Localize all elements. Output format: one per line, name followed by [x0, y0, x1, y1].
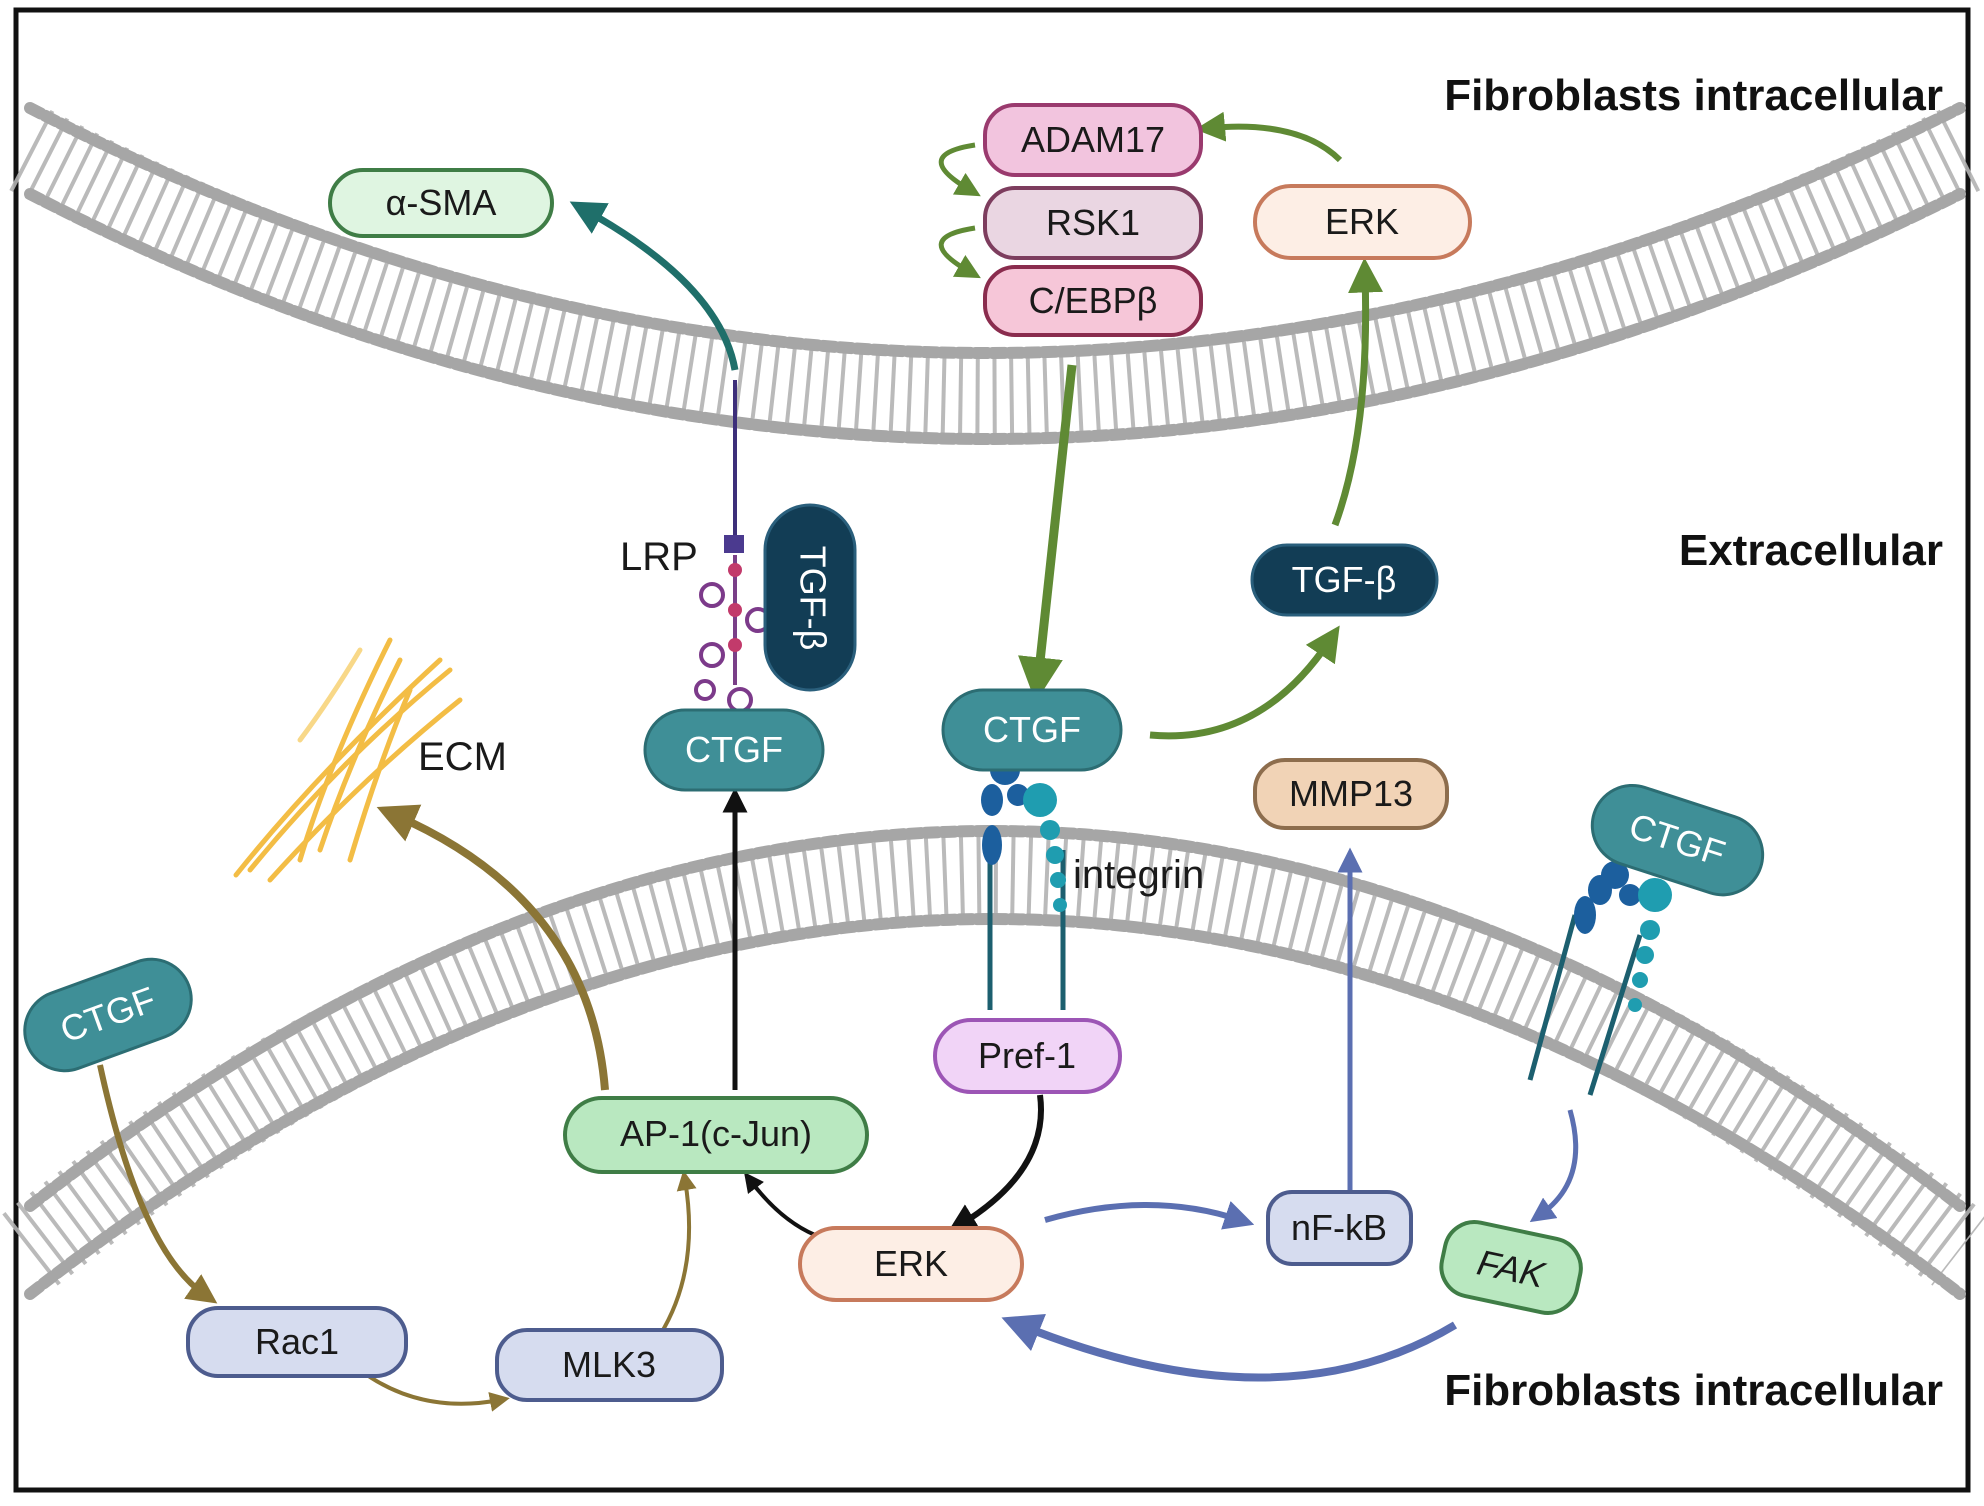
arrow-ctgf-to-rac1 [97, 1064, 218, 1304]
node-alpha-sma: α-SMA [328, 168, 554, 238]
svg-text:ERK: ERK [1325, 201, 1399, 242]
integrin-center [981, 755, 1067, 1010]
svg-text:ERK: ERK [874, 1243, 948, 1284]
arrow-rac1-to-mlk3 [358, 1368, 510, 1412]
region-label-bottom: Fibroblasts intracellular [1444, 1366, 1943, 1415]
svg-text:MMP13: MMP13 [1289, 773, 1413, 814]
integrin-label: integrin [1073, 853, 1204, 897]
svg-text:AP-1(c-Jun): AP-1(c-Jun) [620, 1113, 812, 1154]
arrow-fak-to-erk [1001, 1313, 1458, 1382]
node-tgfb: TGF-β [1250, 543, 1439, 617]
arrow-erk-to-ap1 [743, 1172, 816, 1237]
node-rac1: Rac1 [186, 1306, 408, 1378]
node-mmp13: MMP13 [1253, 758, 1449, 830]
ecm-fibers [233, 637, 463, 883]
svg-text:nF-kB: nF-kB [1291, 1207, 1387, 1248]
region-label-top: Fibroblasts intracellular [1444, 71, 1943, 120]
node-ctgf-right: CTGF [1590, 783, 1765, 897]
svg-text:C/EBPβ: C/EBPβ [1029, 280, 1158, 321]
region-label-extracellular: Extracellular [1679, 526, 1943, 575]
arrow-adam17-to-rsk1 [938, 142, 981, 197]
node-ctgf-integrin: CTGF [941, 688, 1123, 772]
arrow-pref1-to-erk [947, 1094, 1044, 1233]
node-ap1: AP-1(c-Jun) [563, 1096, 869, 1174]
svg-text:ADAM17: ADAM17 [1021, 119, 1165, 160]
node-cebpb: C/EBPβ [983, 265, 1203, 337]
node-rsk1: RSK1 [983, 186, 1203, 260]
arrow-lrp-to-asma [569, 201, 739, 371]
top-membrane [9, 102, 1981, 445]
svg-text:Rac1: Rac1 [255, 1321, 339, 1362]
arrow-erk-to-adam17 [1195, 111, 1343, 163]
svg-text:MLK3: MLK3 [562, 1344, 656, 1385]
node-ctgf-lrp: CTGF [643, 708, 825, 792]
node-ctgf-left: CTGF [23, 957, 193, 1073]
arrow-ctgf-to-tgfb [1149, 625, 1340, 740]
svg-text:RSK1: RSK1 [1046, 202, 1140, 243]
lrp-label: LRP [620, 535, 698, 579]
node-pref1: Pref-1 [933, 1018, 1122, 1094]
arrow-cebpb-to-ctgf [1018, 364, 1077, 703]
figure-frame [13, 7, 1971, 1493]
arrow-ap1-to-ecm [376, 804, 609, 1091]
node-fak: FAK [1439, 1220, 1583, 1315]
integrin-right [1527, 861, 1672, 1096]
ecm-label: ECM [418, 735, 507, 779]
svg-text:Pref-1: Pref-1 [978, 1035, 1076, 1076]
tgfb-receptor-bound: TGF-β [763, 503, 857, 692]
node-mlk3: MLK3 [495, 1328, 724, 1402]
svg-text:TGF-β: TGF-β [1292, 559, 1397, 600]
node-adam17: ADAM17 [983, 103, 1203, 177]
svg-text:TGF-β: TGF-β [792, 546, 833, 651]
arrow-erk-to-nfkb [1044, 1201, 1255, 1230]
svg-text:CTGF: CTGF [685, 729, 783, 770]
arrow-rsk1-to-cebpb [938, 225, 981, 279]
svg-text:CTGF: CTGF [983, 709, 1081, 750]
arrow-integrin-to-fak [1529, 1109, 1579, 1223]
arrow-tgfb-to-erk [1331, 257, 1384, 527]
svg-text:α-SMA: α-SMA [386, 182, 497, 223]
node-erk-top: ERK [1253, 184, 1472, 260]
node-erk-bottom: ERK [798, 1226, 1024, 1302]
arrow-mlk3-to-ap1 [658, 1170, 697, 1337]
node-nfkb: nF-kB [1266, 1190, 1413, 1266]
